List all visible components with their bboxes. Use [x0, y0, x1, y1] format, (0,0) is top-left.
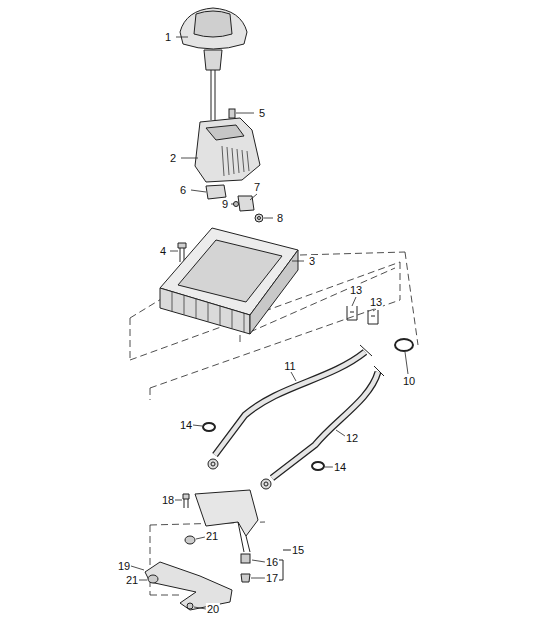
callout-number: 14: [333, 461, 347, 473]
callout-number: 5: [258, 107, 266, 119]
fin-stroke: [172, 292, 173, 311]
callout-number: 13: [369, 296, 383, 308]
callout-number: 21: [125, 574, 139, 586]
callout-number: 14: [179, 419, 193, 431]
callout-number: 2: [169, 152, 177, 164]
callout-number: 11: [283, 360, 296, 372]
callout-number: 21: [205, 530, 219, 542]
callout-number: 18: [161, 494, 175, 506]
callout-number: 19: [117, 560, 131, 572]
callout-number: 17: [265, 572, 279, 584]
callout-number: 16: [265, 556, 279, 568]
callout-number: 9: [221, 198, 229, 210]
fin-stroke: [227, 147, 229, 175]
fin-stroke: [242, 150, 244, 172]
callout-number: 15: [291, 544, 305, 556]
callout-number: 13: [349, 284, 363, 296]
callout-number: 6: [179, 184, 187, 196]
fin-stroke: [208, 303, 209, 322]
callout-number: 7: [253, 181, 261, 193]
fin-stroke: [220, 306, 221, 325]
callout-number: 3: [308, 255, 316, 267]
fin-stroke: [184, 296, 185, 315]
fin-stroke: [247, 151, 249, 171]
fin-stroke: [237, 149, 239, 173]
fin-stroke: [222, 146, 224, 176]
callout-number: 12: [345, 432, 359, 444]
callout-number: 20: [206, 603, 220, 615]
callout-number: 4: [159, 245, 167, 257]
callout-number: 10: [402, 375, 416, 387]
fin-stroke: [232, 310, 233, 329]
callout-number: 8: [276, 212, 284, 224]
fin-stroke: [196, 299, 197, 318]
fin-stroke: [244, 313, 245, 332]
callout-number: 1: [164, 31, 172, 43]
fin-stroke: [232, 148, 234, 174]
